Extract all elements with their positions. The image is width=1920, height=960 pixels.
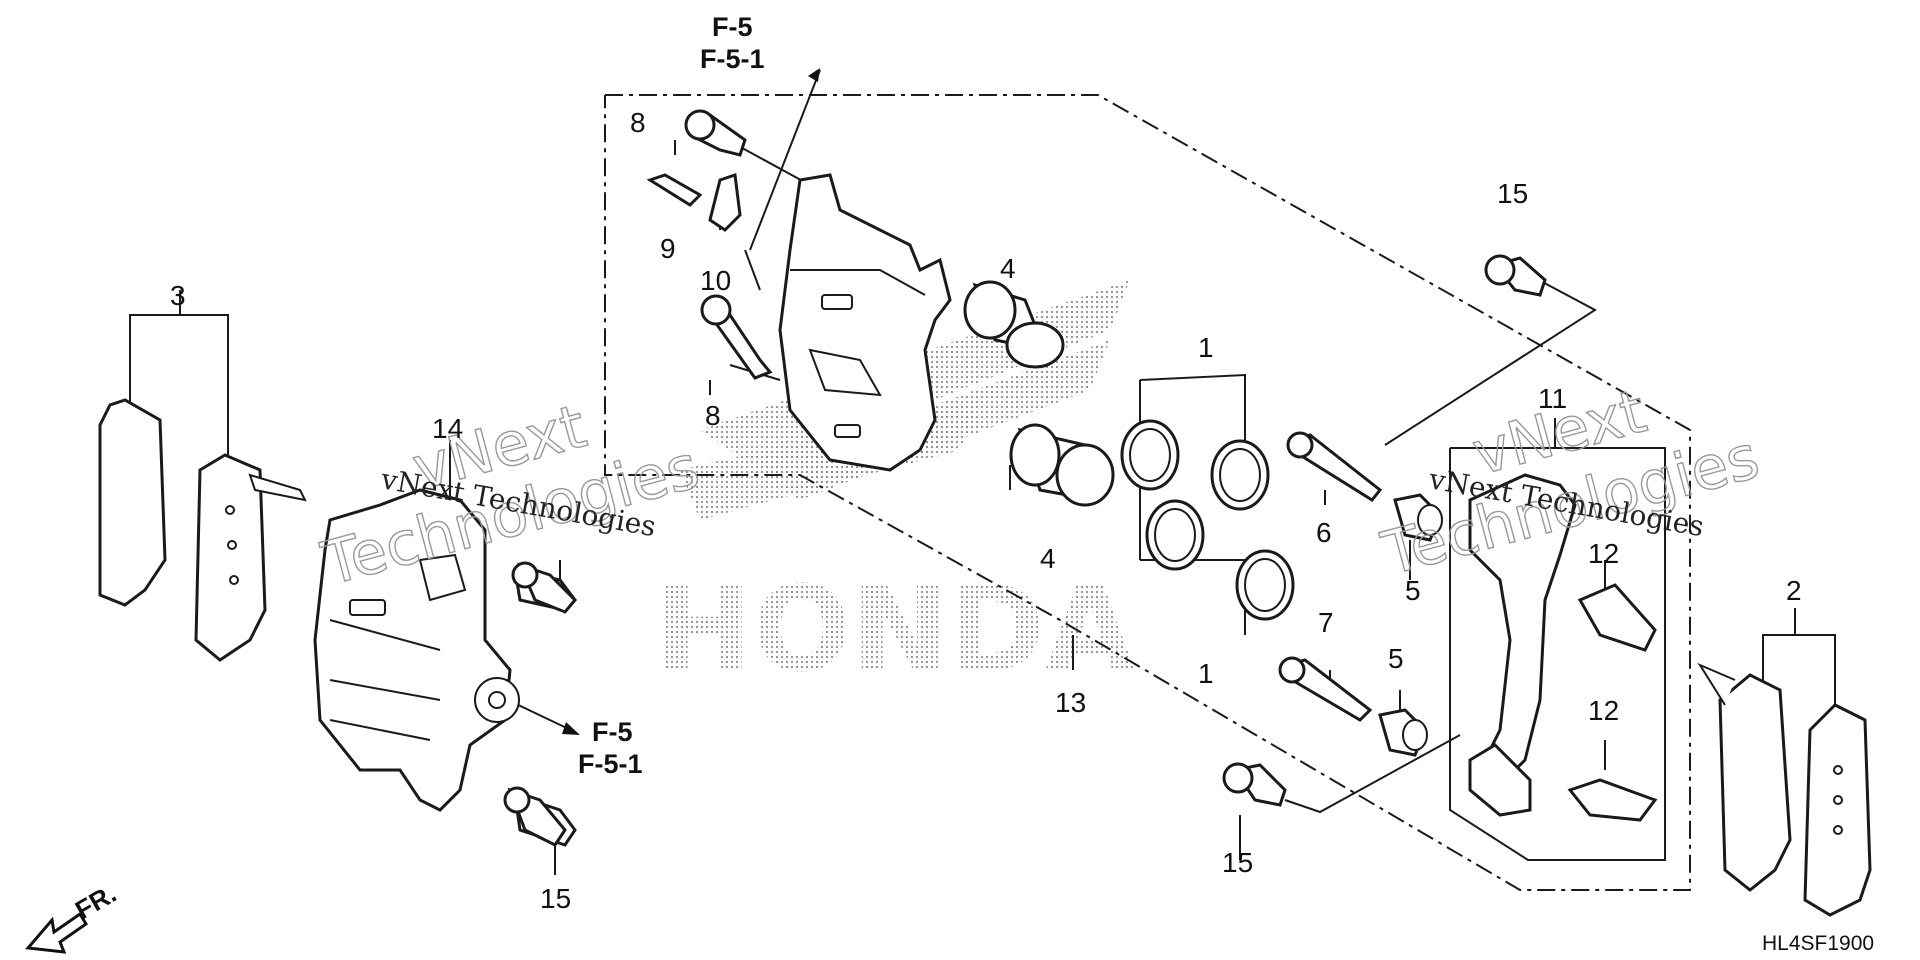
callout-8-top: 8 xyxy=(630,107,646,138)
callout-4-top: 4 xyxy=(1000,253,1016,284)
screw-9[interactable] xyxy=(646,173,703,207)
callout-4-bottom: 4 xyxy=(1040,543,1056,574)
piston-seals[interactable] xyxy=(1120,419,1295,621)
brake-pad-set-right[interactable] xyxy=(1697,662,1872,917)
section-reference-top[interactable]: F-5 F-5-1 xyxy=(700,12,765,74)
front-arrow-icon xyxy=(25,911,89,954)
callout-15-top: 15 xyxy=(1497,178,1528,209)
callout-9: 9 xyxy=(660,233,676,264)
pad-spring-lower[interactable] xyxy=(1567,778,1658,822)
callout-11: 11 xyxy=(1538,383,1567,414)
callout-15-bottom: 15 xyxy=(1222,847,1253,878)
assembly-outline-caliper xyxy=(604,94,1691,891)
svg-text:F-5: F-5 xyxy=(592,717,633,747)
svg-text:F-5-1: F-5-1 xyxy=(700,44,765,74)
callout-2: 2 xyxy=(1786,575,1802,606)
honda-logo-text: HONDA xyxy=(655,560,1135,698)
pad-spring-upper[interactable] xyxy=(1577,583,1657,652)
bolt-15-bottom[interactable] xyxy=(1222,762,1287,807)
callout-1-top: 1 xyxy=(1198,332,1214,363)
callout-6: 6 xyxy=(1316,517,1332,548)
callout-14: 14 xyxy=(432,413,463,444)
callout-8-middle: 8 xyxy=(705,400,721,431)
caliper-body[interactable] xyxy=(778,173,952,472)
bolt-8-middle[interactable] xyxy=(700,294,773,380)
diagram-code: HL4SF1900 xyxy=(1762,932,1874,955)
callout-3: 3 xyxy=(170,280,186,311)
callout-12-top: 12 xyxy=(1588,538,1619,569)
slide-pin-6[interactable] xyxy=(1286,431,1383,502)
section-reference-middle[interactable]: F-5 F-5-1 xyxy=(578,717,643,779)
piston-lower[interactable] xyxy=(1009,423,1115,507)
bolt-15-top[interactable] xyxy=(1484,254,1547,297)
brake-pad-set-left[interactable] xyxy=(98,398,307,662)
callout-12-bottom: 12 xyxy=(1588,695,1619,726)
piston-upper[interactable] xyxy=(963,280,1065,369)
svg-text:F-5: F-5 xyxy=(712,12,753,42)
bolt-8-top[interactable] xyxy=(684,109,747,157)
callout-5-bottom: 5 xyxy=(1388,643,1404,674)
pin-boot-lower[interactable] xyxy=(1378,708,1428,757)
assembly-outline-bracket xyxy=(1449,447,1666,861)
callout-7: 7 xyxy=(1318,607,1334,638)
caliper-bracket[interactable] xyxy=(1468,473,1577,817)
bolt-14[interactable] xyxy=(511,561,578,614)
callout-numbers: 1 1 2 3 4 4 5 5 6 7 8 8 9 10 11 12 12 13… xyxy=(170,107,1802,914)
callout-10: 10 xyxy=(700,265,731,296)
front-direction-indicator: FR. xyxy=(25,878,121,954)
callout-5-top: 5 xyxy=(1405,575,1421,606)
callout-13: 13 xyxy=(1055,687,1086,718)
slide-pin-7[interactable] xyxy=(1278,656,1373,722)
svg-text:F-5-1: F-5-1 xyxy=(578,749,643,779)
pin-boot-upper[interactable] xyxy=(1393,493,1443,542)
callout-15-left: 15 xyxy=(540,883,571,914)
clip-10[interactable] xyxy=(708,172,742,232)
callout-1-bottom: 1 xyxy=(1198,658,1214,689)
ref-arrows xyxy=(511,68,820,735)
bolt-15-left[interactable] xyxy=(503,786,567,847)
